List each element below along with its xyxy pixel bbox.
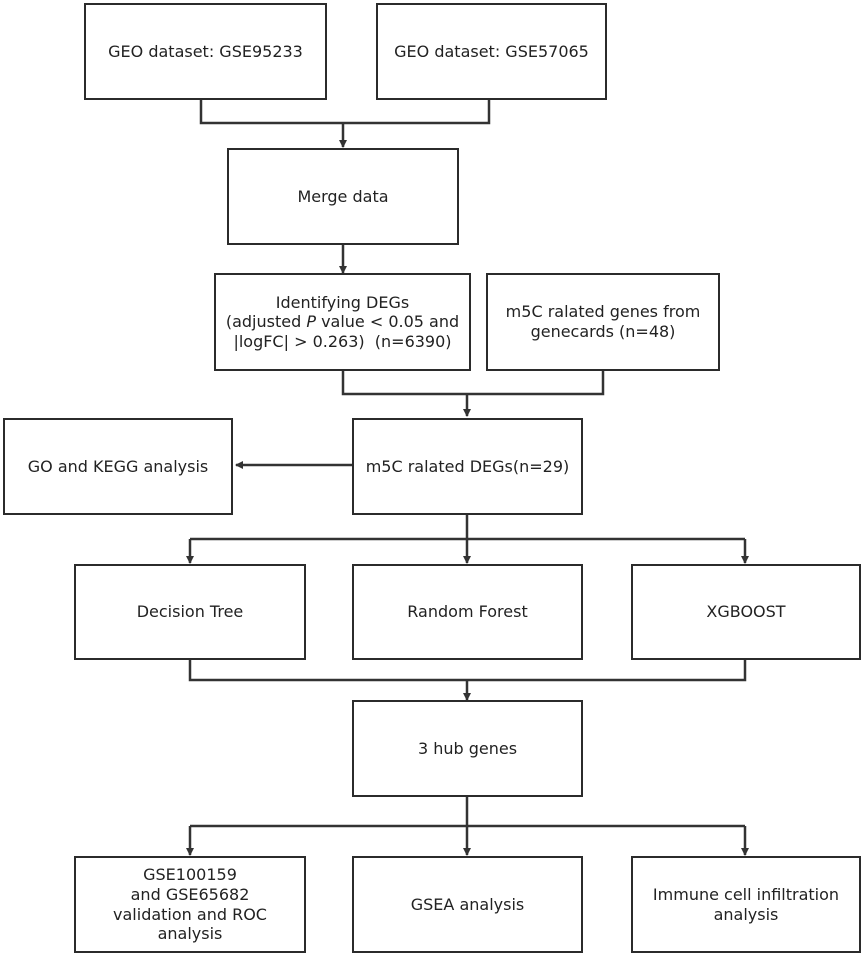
- node-label-line-2: analysis: [713, 904, 779, 924]
- connector-geo-datasets-to-merge: [199, 98, 491, 125]
- degs-prefix-text: (adjusted: [225, 312, 307, 332]
- connector-models-to-hub-genes: [188, 658, 747, 682]
- node-label: XGBOOST: [706, 602, 786, 622]
- node-hub-genes: 3 hub genes: [352, 700, 583, 797]
- node-label-line-1: GSE100159: [143, 865, 237, 885]
- node-label-line-4: analysis: [157, 924, 223, 944]
- node-label-line-1: Immune cell infiltration: [652, 884, 840, 904]
- node-merge-data: Merge data: [227, 148, 459, 245]
- node-label: GEO dataset: GSE57065: [394, 41, 589, 61]
- node-decision-tree: Decision Tree: [74, 564, 306, 660]
- p-value-symbol: P: [306, 312, 316, 332]
- node-label: GSEA analysis: [410, 894, 525, 914]
- node-label: Merge data: [297, 186, 389, 206]
- degs-threshold-text: value < 0.05 and: [321, 312, 460, 332]
- node-label: 3 hub genes: [417, 738, 518, 758]
- node-gsea-analysis: GSEA analysis: [352, 856, 583, 953]
- node-geo-dataset-gse57065: GEO dataset: GSE57065: [376, 3, 607, 100]
- node-label-line-2: genecards (n=48): [530, 322, 676, 341]
- node-label-line-3: validation and ROC: [113, 904, 267, 924]
- node-m5c-related-genes: m5C ralated genes from genecards (n=48): [486, 273, 720, 371]
- node-label-line-1: Identifying DEGs: [275, 292, 410, 312]
- node-label: GEO dataset: GSE95233: [108, 41, 303, 61]
- connector-m5c-degs-to-models: [190, 513, 745, 541]
- node-immune-cell-infiltration: Immune cell infiltration analysis: [631, 856, 861, 953]
- connector-hub-genes-to-analyses: [190, 795, 745, 828]
- node-label-line-1: m5C ralated genes from: [505, 302, 701, 322]
- node-m5c-related-degs: m5C ralated DEGs(n=29): [352, 418, 583, 515]
- node-validation-roc: GSE100159 and GSE65682 validation and RO…: [74, 856, 306, 953]
- node-label-line-2: and GSE65682: [130, 884, 250, 904]
- node-geo-dataset-gse95233: GEO dataset: GSE95233: [84, 3, 327, 100]
- node-label-line-3: |logFC| > 0.263) (n=6390): [233, 331, 452, 351]
- node-label-line-2: (adjusted P value < 0.05 and: [226, 312, 459, 332]
- node-label: m5C ralated DEGs(n=29): [365, 456, 570, 476]
- node-label: Decision Tree: [136, 602, 244, 622]
- node-label: Random Forest: [407, 602, 528, 622]
- node-identifying-degs: Identifying DEGs (adjusted P value < 0.0…: [214, 273, 471, 371]
- node-label: GO and KEGG analysis: [27, 456, 209, 476]
- node-random-forest: Random Forest: [352, 564, 583, 660]
- connector-degs-and-m5c-genes: [341, 369, 605, 396]
- node-xgboost: XGBOOST: [631, 564, 861, 660]
- node-go-kegg-analysis: GO and KEGG analysis: [3, 418, 233, 515]
